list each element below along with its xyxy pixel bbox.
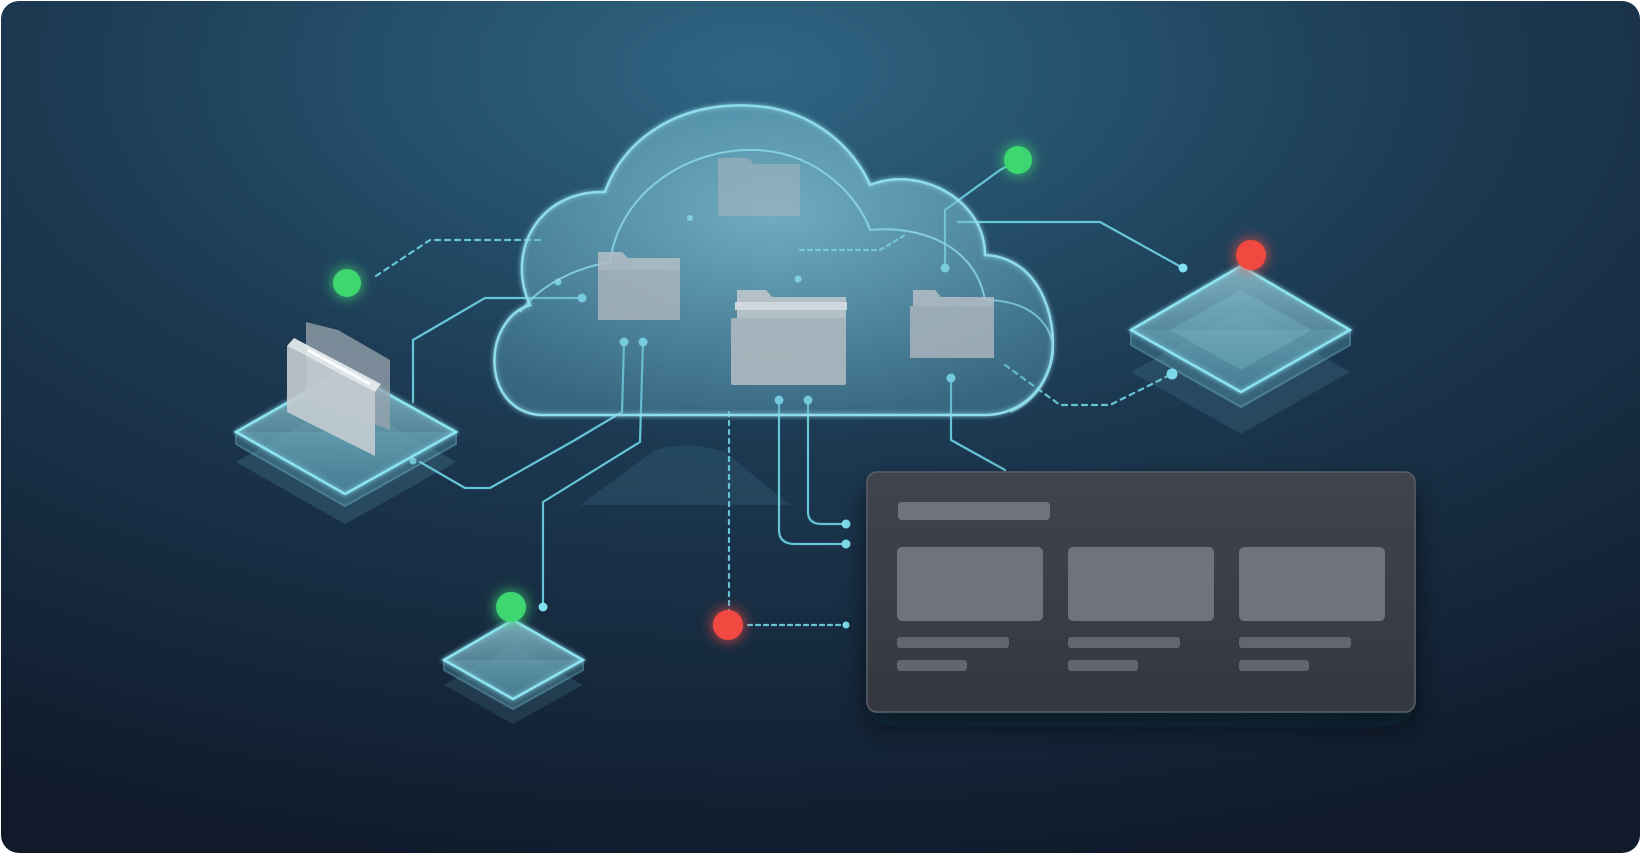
platform-left [233,322,459,524]
connector-line [777,398,848,546]
folder-icon [731,290,847,385]
text-line-placeholder [897,660,967,671]
cloud-inner-contour [984,299,1055,413]
connector-dot [842,621,850,629]
status-indicator-online [496,592,526,622]
status-indicator-alert [1236,240,1266,270]
platform-bottom [441,618,586,724]
cloud-reflection [580,445,790,505]
text-line-placeholder [1239,660,1309,671]
panel-card [897,547,1043,671]
connector-dot [1178,263,1188,273]
text-line-placeholder [1068,637,1180,648]
connector-dot [841,519,851,529]
connector-line [374,238,547,278]
connector-dot [841,539,851,549]
text-line-placeholder [1239,637,1351,648]
panel-title-placeholder [898,502,1050,520]
cloud-inner-contour [519,148,986,313]
status-indicator-alert [713,610,743,640]
folder-icon [718,158,800,216]
connector-line [806,398,848,526]
panel-card [1068,547,1214,671]
folder-icon [598,252,680,320]
connector-dot [409,457,417,465]
text-line-placeholder [897,637,1009,648]
status-indicator-online [1004,146,1032,174]
platform-right [1128,264,1353,434]
image-placeholder-icon [1239,547,1385,621]
image-placeholder-icon [897,547,1043,621]
text-line-placeholder [1068,660,1138,671]
panel-content [897,502,1385,671]
connector-dot [1166,368,1178,380]
status-nodes [333,146,1266,640]
image-placeholder-icon [1068,547,1214,621]
folder-icon [287,322,390,456]
connector-dot [538,602,548,612]
status-indicator-online [333,269,361,297]
folder-icon [910,290,994,358]
connector-line [956,220,1185,270]
panel-card [1239,547,1385,671]
cloud-folders [598,158,994,385]
